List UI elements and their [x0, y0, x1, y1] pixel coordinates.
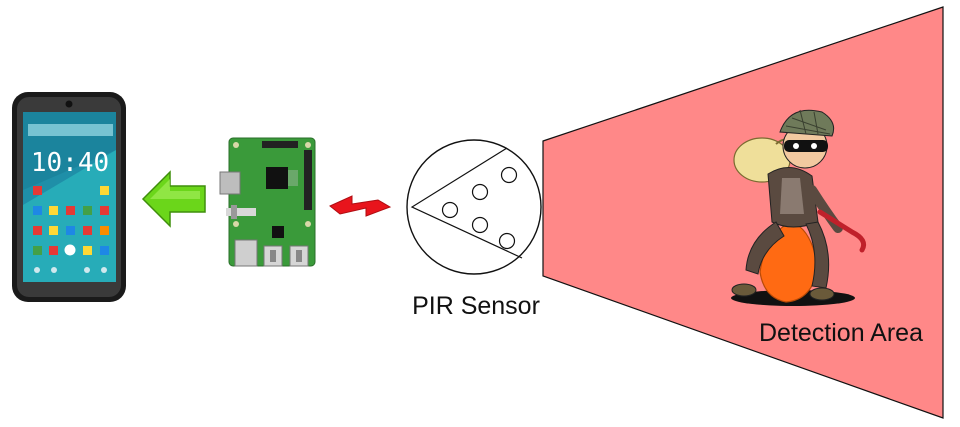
pir-sensor-icon — [406, 139, 542, 275]
burglar-icon — [731, 109, 867, 306]
detection-area — [542, 6, 944, 419]
detection-area-label: Detection Area — [759, 319, 923, 347]
raspberry-pi-board-icon — [219, 137, 316, 267]
arrow-left-icon — [141, 170, 206, 228]
app-icons — [33, 186, 109, 273]
phone-clock: 10:40 — [31, 148, 109, 178]
smartphone-icon: 10:40 — [12, 92, 126, 302]
pir-sensor-label: PIR Sensor — [412, 292, 540, 320]
lightning-bolt-icon — [329, 195, 392, 217]
